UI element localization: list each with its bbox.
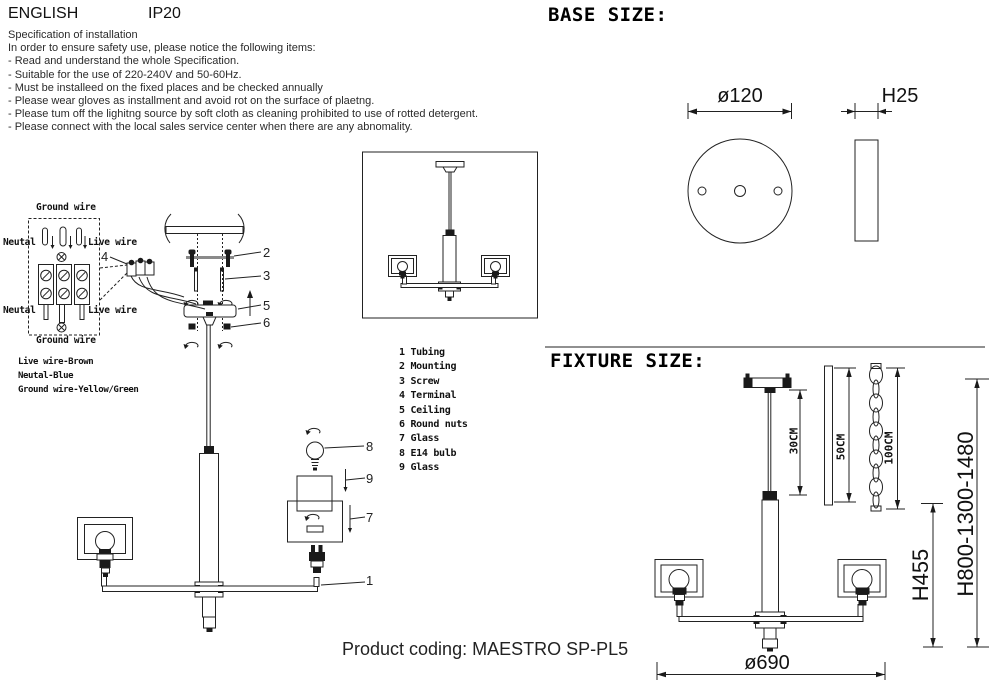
dim-base-diameter: ø120 [717, 85, 763, 107]
installation-diagram-art [77, 213, 366, 632]
callout-glass-outer: 7 [366, 510, 374, 525]
parts-list-item: 4 Terminal [399, 390, 457, 402]
wiring-label-ground-top: Ground wire [36, 202, 96, 213]
spec-item: - Please wear gloves as installment and … [8, 95, 375, 108]
wiring-label-live-bottom: Live wire [88, 305, 137, 316]
spec-item: - Please tum off the lighitng source by … [8, 108, 479, 121]
dim-base-height: H25 [881, 85, 919, 107]
fixture-size-title: FIXTURE SIZE: [550, 350, 706, 372]
callout-mounting: 2 [263, 245, 271, 260]
header-ip-rating: IP20 [148, 5, 181, 22]
parts-list: 1 Tubing 2 Mounting 3 Screw 4 Terminal 5… [399, 346, 468, 476]
parts-list-item: 6 Round nuts [399, 419, 468, 431]
spec-title: Specification of installation [8, 29, 138, 41]
wiring-legend: Live wire-Brown Neutal-Blue Ground wire-… [18, 356, 139, 397]
base-size-drawing [687, 103, 892, 244]
wiring-label-neutral-bottom: Neutal [3, 305, 36, 316]
legend-line: Neutal-Blue [18, 370, 74, 381]
header-language: ENGLISH [8, 5, 79, 22]
product-coding: Product coding: MAESTRO SP-PL5 [342, 639, 629, 659]
callout-terminal: 4 [101, 249, 109, 264]
parts-list-item: 9 Glass [399, 462, 440, 474]
parts-list-item: 3 Screw [399, 375, 440, 387]
spec-item: - Read and understand the whole Specific… [8, 55, 240, 68]
callout-glass-inner: 9 [366, 471, 374, 486]
spec-intro: In order to ensure safety use, please no… [8, 42, 316, 55]
callout-ceiling: 5 [263, 298, 271, 313]
callout-screw: 3 [263, 268, 271, 283]
parts-list-item: 5 Ceiling [399, 404, 451, 416]
spec-item: - Must be installeed on the fixed places… [8, 81, 323, 94]
assembled-inset-art [362, 151, 538, 319]
legend-line: Ground wire-Yellow/Green [18, 384, 139, 395]
callout-tubing: 1 [366, 573, 374, 588]
legend-line: Live wire-Brown [18, 357, 94, 367]
parts-list-item: 7 Glass [399, 433, 440, 445]
spec-text-block: Specification of installation In order t… [8, 29, 478, 135]
fixture-size-drawing [545, 346, 989, 680]
base-size-title: BASE SIZE: [548, 4, 668, 26]
parts-list-item: 1 Tubing [399, 347, 445, 358]
parts-list-item: 8 E14 bulb [399, 447, 457, 459]
dim-fixture-diameter: ø690 [744, 652, 790, 674]
wiring-diagram-art [28, 218, 130, 336]
parts-list-item: 2 Mounting [399, 361, 457, 373]
spec-item: - Suitable for the use of 220-240V and 5… [8, 68, 242, 81]
callout-round-nuts: 6 [263, 315, 271, 330]
callout-e14-bulb: 8 [366, 439, 374, 454]
wiring-label-ground-bottom: Ground wire [36, 335, 96, 346]
wiring-label-neutral-top: Neutal [3, 237, 36, 248]
wiring-label-live-top: Live wire [88, 237, 137, 248]
spec-item: - Please connect with the local sales se… [8, 121, 413, 134]
